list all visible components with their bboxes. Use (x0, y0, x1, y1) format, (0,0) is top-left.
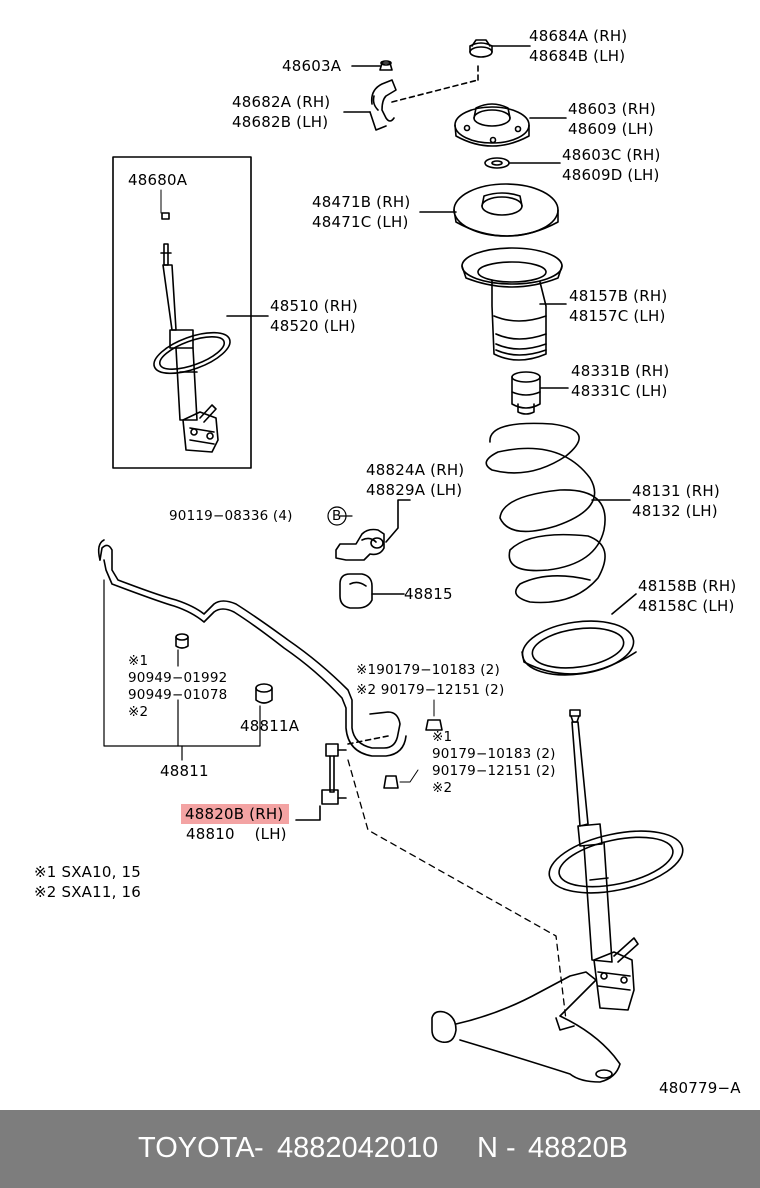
bump-boot-48157 (461, 247, 563, 361)
footer-separator-1: - (254, 1132, 264, 1164)
strut-assembly-right (548, 709, 684, 1011)
label-48510: 48510 (RH)48520 (LH) (270, 297, 358, 335)
nut-48603A (379, 60, 393, 71)
nut-90949 (175, 633, 189, 649)
lower-control-arm (431, 971, 621, 1083)
part-number-footer: TOYOTA - 4882042010 N - 48820B (0, 1110, 760, 1188)
label-90119: 90119−08336 (4) (169, 508, 293, 524)
stabilizer-link-48820B (321, 743, 347, 805)
nut-90179-upper (425, 719, 443, 731)
label-48158: 48158B (RH)48158C (LH) (638, 577, 737, 615)
bump-stopper-48331 (511, 371, 541, 415)
label-48680A: 48680A (128, 171, 188, 189)
label-48815: 48815 (404, 585, 453, 603)
inset-shock-absorber (153, 212, 231, 453)
label-48820B-highlighted[interactable]: 48820B (RH) (181, 804, 290, 824)
label-48824: 48824A (RH)48829A (LH) (366, 461, 465, 499)
lower-insulator-48158 (521, 620, 637, 676)
footer-separator-2: - (506, 1132, 516, 1164)
footer-part-ref: 48820B (528, 1132, 628, 1164)
label-48157: 48157B (RH)48157C (LH) (569, 287, 668, 325)
callout-circle-b (327, 506, 347, 526)
footnotes: ※1 SXA10, 15※2 SXA11, 16 (34, 863, 142, 901)
footer-n-label: N (477, 1132, 498, 1164)
label-48684: 48684A (RH)48684B (LH) (529, 27, 628, 65)
label-48811: 48811 (160, 762, 209, 780)
label-48811A: 48811A (240, 717, 300, 735)
label-48471: 48471B (RH)48471C (LH) (312, 193, 411, 231)
label-48603: 48603 (RH)48609 (LH) (568, 100, 656, 138)
upper-spring-seat-48471 (453, 183, 559, 237)
exploded-view-drawing (97, 39, 684, 1083)
coil-spring-48131 (485, 422, 606, 604)
footer-oem-number: 4882042010 (277, 1132, 439, 1164)
washer-48603C (484, 157, 510, 169)
footer-brand: TOYOTA (138, 1132, 255, 1164)
bushing-48811A (255, 683, 273, 704)
shock-absorber-inset-box (112, 156, 252, 469)
dust-cap-48684 (469, 39, 493, 58)
label-48131: 48131 (RH)48132 (LH) (632, 482, 720, 520)
callout-b-letter: B (332, 508, 342, 524)
label-48331: 48331B (RH)48331C (LH) (571, 362, 670, 400)
nut-90179-lower (383, 775, 399, 789)
label-48603A: 48603A (282, 57, 342, 75)
stabilizer-bushing-48815 (339, 573, 373, 609)
stabilizer-bar-48811 (97, 539, 407, 757)
label-48603C: 48603C (RH)48609D (LH) (562, 146, 661, 184)
diagram-id: 480779−A (659, 1079, 741, 1097)
strut-mount-48603 (454, 103, 530, 147)
bracket-48682 (369, 79, 397, 131)
stabilizer-bracket-48824 (335, 528, 385, 561)
label-48810: 48810 (LH) (186, 825, 287, 843)
label-190179: ※190179−10183 (2)※2 90179−12151 (2) (356, 662, 505, 698)
parts-diagram: 48684A (RH)48684B (LH) 48603A 48682A (RH… (34, 27, 741, 1097)
label-48682: 48682A (RH)48682B (LH) (232, 93, 331, 131)
